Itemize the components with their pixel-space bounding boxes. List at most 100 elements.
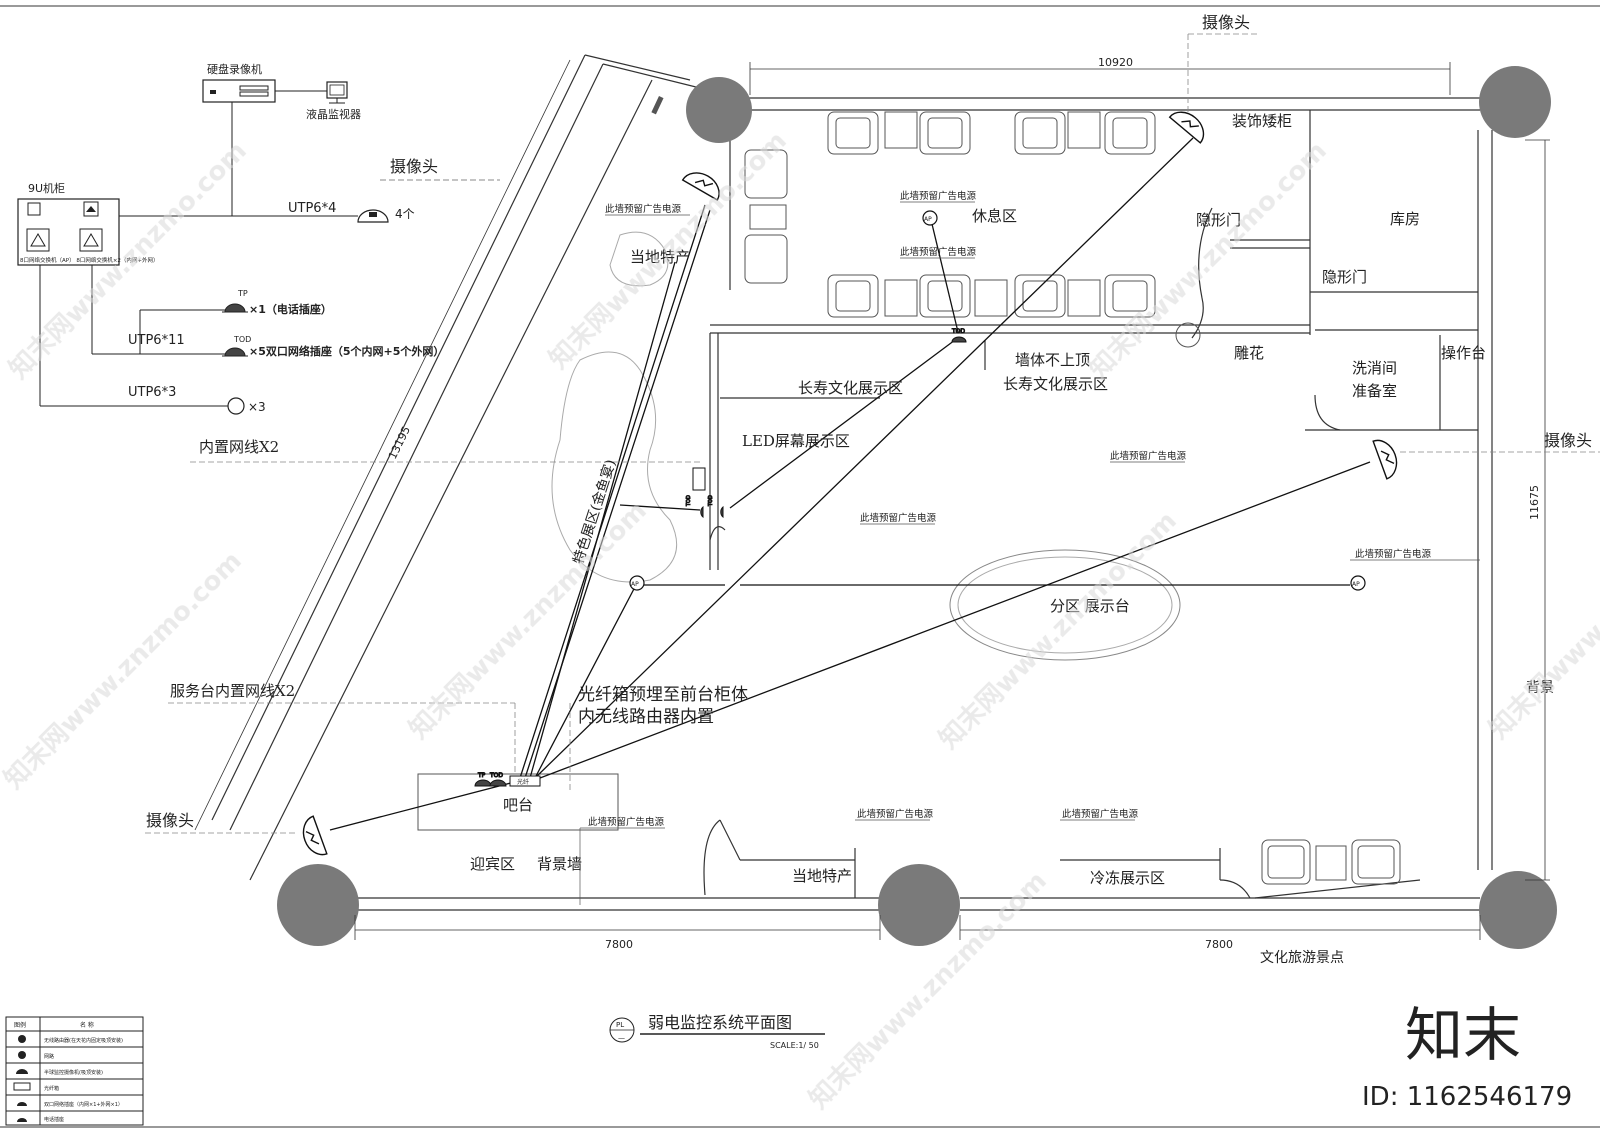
ap-icon [629,575,645,591]
note-fiber-1: 光纤箱预埋至前台柜体 [578,685,748,705]
tod-tag: TOD [233,335,251,344]
ad-power-note: 此墙预留广告电源 [1062,808,1139,820]
label-operation: 操作台 [1441,344,1486,362]
legend-row: 半球监控摄像机(吸顶安装) [44,1069,103,1076]
seating-furniture [417,111,1401,885]
network-socket-icon [700,505,704,519]
label-prep: 准备室 [1352,382,1397,400]
label-welcome: 迎宾区 [470,855,515,873]
utp-ap-label: UTP6*3 [128,385,176,400]
legend-header-name: 名 称 [80,1021,94,1029]
legend-row: 双口网络插座（内网×1+外网×1） [44,1101,123,1108]
watermark-text: 知末网www.znzmo.com [1084,136,1333,385]
svg-text:TOD: TOD [951,328,965,335]
router-icon [18,1035,26,1043]
legend-row: 电话插座 [44,1116,64,1123]
network-socket-icon [720,505,724,519]
ad-power-note: 此墙预留广告电源 [900,190,977,202]
ad-power-note: 此墙预留广告电源 [857,808,934,820]
label-longevity: 长寿文化展示区 [798,379,903,397]
legend-row: 无线路由器(在天花内固定吸顶安装) [44,1037,123,1044]
drawing-scale: SCALE:1/ 50 [770,1041,819,1050]
camera-icons [302,111,1398,856]
tp-tag: TP [237,289,248,298]
annotations: 摄像头 摄像头 摄像头 内置网线X2 服务台内置网线X2 光纤箱预埋至前台柜体 … [146,13,1592,830]
ad-power-note: 此墙预留广告电源 [1110,450,1187,462]
building-walls [211,54,1493,911]
svg-text:TP: TP [477,772,486,779]
ad-power-note: 此墙预留广告电源 [605,203,682,215]
svg-text:PL: PL [616,1021,624,1029]
topology-diagram: 硬盘录像机 液晶监视器 9U机柜 8口网络交换机（AP） 8口网络交换机×2（内… [17,62,500,415]
cable-runs [329,137,1371,831]
cam-count: 4个 [395,207,415,221]
topo-camera-label: 摄像头 [390,157,438,176]
label-wall-not-top: 墙体不上顶 [1015,351,1090,369]
svg-text:AP: AP [631,581,639,588]
ap-count: ×3 [248,400,266,414]
svg-text:光纤: 光纤 [517,778,529,786]
dim-right: 11675 [1528,485,1541,520]
svg-text:AP: AP [1352,581,1360,588]
label-carving: 雕花 [1234,344,1264,362]
dimension-lines [194,59,1550,940]
drawing-title-text: 弱电监控系统平面图 [648,1013,792,1032]
label-local-special-top: 当地特产 [630,248,690,266]
cabinet-label: 9U机柜 [28,181,65,195]
watermark-text: 知末网www.znzmo.com [934,506,1183,755]
camera-icon [1372,439,1398,480]
camera-icon [681,172,720,201]
svg-text:AP: AP [924,216,932,223]
camera-icon [357,209,389,223]
ad-power-leaders [579,201,1480,905]
room-labels: 休息区 装饰矮柜 库房 隐形门 隐形门 墙体不上顶 长寿文化展示区 长寿文化展示… [470,112,1554,966]
utp-cam-label: UTP6*4 [288,201,336,216]
watermark-text: 知末网www.znzmo.com [1484,496,1600,745]
note-fiber-2: 内无线路由器内置 [578,707,714,727]
monitor-label: 液晶监视器 [306,107,361,121]
legend-header-symbol: 图例 [14,1021,26,1029]
fiber-box-icon [13,1082,31,1091]
switch-labels: 8口网络交换机（AP） 8口网络交换机×2（内网+外网） [20,256,159,264]
ad-power-note: 此墙预留广告电源 [860,512,937,524]
network-socket-icon [951,336,967,343]
legend-row: 网路 [44,1053,54,1060]
label-hidden-door: 隐形门 [1322,268,1367,286]
camera-icon [1168,111,1205,144]
ap-icon [922,210,938,226]
label-storage: 库房 [1390,210,1420,228]
network-icon [18,1051,26,1059]
ap-icon [1350,575,1366,591]
svg-text:TOD: TOD [686,495,692,507]
ad-power-note: 此墙预留广告电源 [588,816,665,828]
utp-tod-label: UTP6*11 [128,333,185,348]
label-wash: 洗消间 [1352,359,1397,377]
label-bar: 吧台 [503,796,533,814]
ad-power-notes: 此墙预留广告电源 此墙预留广告电源 此墙预留广告电源 此墙预留广告电源 此墙预留… [588,190,1432,828]
column [686,77,752,143]
camera-icon [302,815,328,856]
cabinet-box [17,198,120,266]
column [1479,871,1557,949]
ap-icons: AP AP AP [629,210,1366,591]
dim-top: 10920 [1098,56,1133,69]
switch-icon [26,201,103,252]
network-socket-icon [222,347,248,357]
note-inner-net: 内置网线X2 [199,438,279,456]
label-cabinet: 装饰矮柜 [1232,112,1292,130]
column [878,864,960,946]
tod-count: ×5双口网络插座（5个内网+5个外网） [249,344,444,358]
label-longevity-right: 长寿文化展示区 [1003,375,1108,393]
label-hidden-door: 隐形门 [1196,211,1241,229]
svg-text:—: — [618,1034,625,1042]
watermark-text: 知末网www.znzmo.com [0,546,248,795]
booth-oval [949,549,1181,661]
label-background: 背景 [1526,680,1554,696]
label-booth: 分区 展示台 [1050,597,1130,615]
camera-icon [16,1069,28,1074]
tod-wall-box [692,467,706,491]
network-socket-icon [489,779,507,787]
column [277,864,359,946]
note-camera-top: 摄像头 [1202,13,1250,32]
